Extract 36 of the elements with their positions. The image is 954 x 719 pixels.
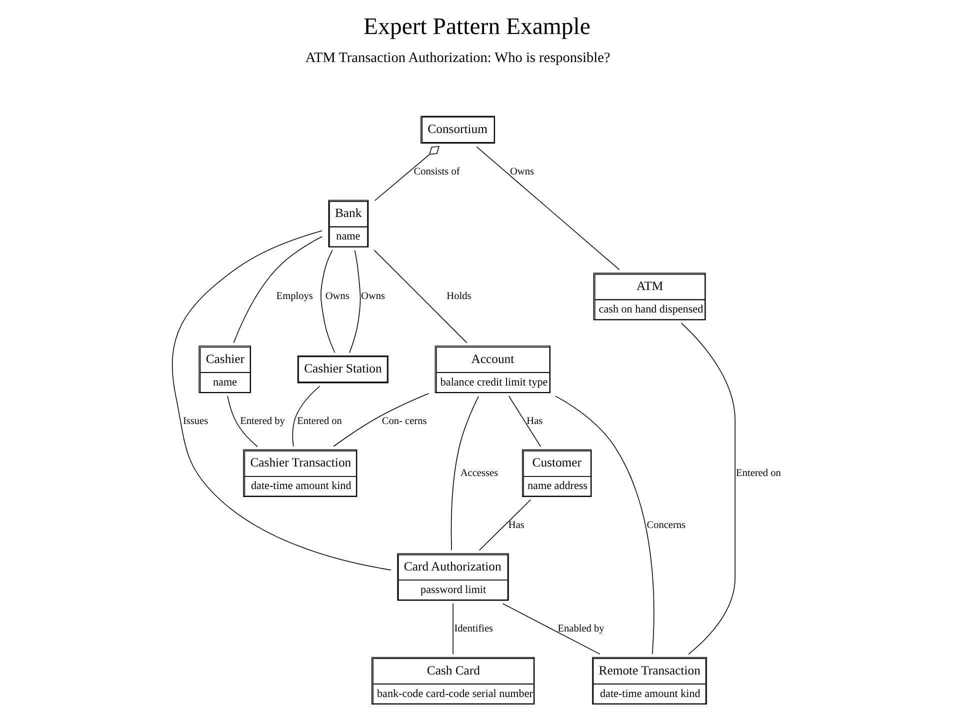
connector [555, 396, 654, 654]
connector [292, 386, 320, 447]
connector [233, 236, 322, 344]
connector [680, 322, 736, 655]
connector [172, 230, 392, 570]
edge-label: Con- cerns [382, 416, 427, 427]
diagram-title: Expert Pattern Example [364, 14, 590, 40]
edge-label: Has [508, 520, 524, 531]
connector [502, 603, 600, 655]
edge-label: Concerns [646, 520, 686, 531]
connector [349, 250, 361, 354]
edge-label: Consists of [414, 166, 460, 178]
edge-label: Employs [276, 291, 313, 302]
edge-label: Entered on [297, 416, 342, 427]
connector [333, 393, 429, 447]
edge-label: Accesses [460, 468, 498, 479]
connector [374, 146, 440, 202]
connector [478, 499, 532, 551]
edge-label: Owns [510, 166, 534, 178]
edge-label: Has [526, 416, 543, 427]
connector [320, 250, 336, 354]
edge-label: Owns [361, 291, 386, 302]
edge-label: Issues [182, 416, 208, 427]
label: ATM Transaction Authorization: Who is responsible? [305, 50, 610, 66]
edge-label: Holds [446, 291, 472, 302]
connector [476, 146, 620, 270]
connector [450, 396, 479, 551]
edge-label: Identifies [454, 624, 494, 635]
edge-label: Entered on [736, 468, 781, 479]
connector [508, 396, 542, 447]
edge-label: Owns [325, 291, 350, 302]
edge-label: Entered by [240, 416, 285, 427]
connector [227, 396, 258, 447]
edge-label: Enabled by [558, 624, 604, 635]
connector [374, 250, 468, 344]
connector [452, 603, 454, 655]
